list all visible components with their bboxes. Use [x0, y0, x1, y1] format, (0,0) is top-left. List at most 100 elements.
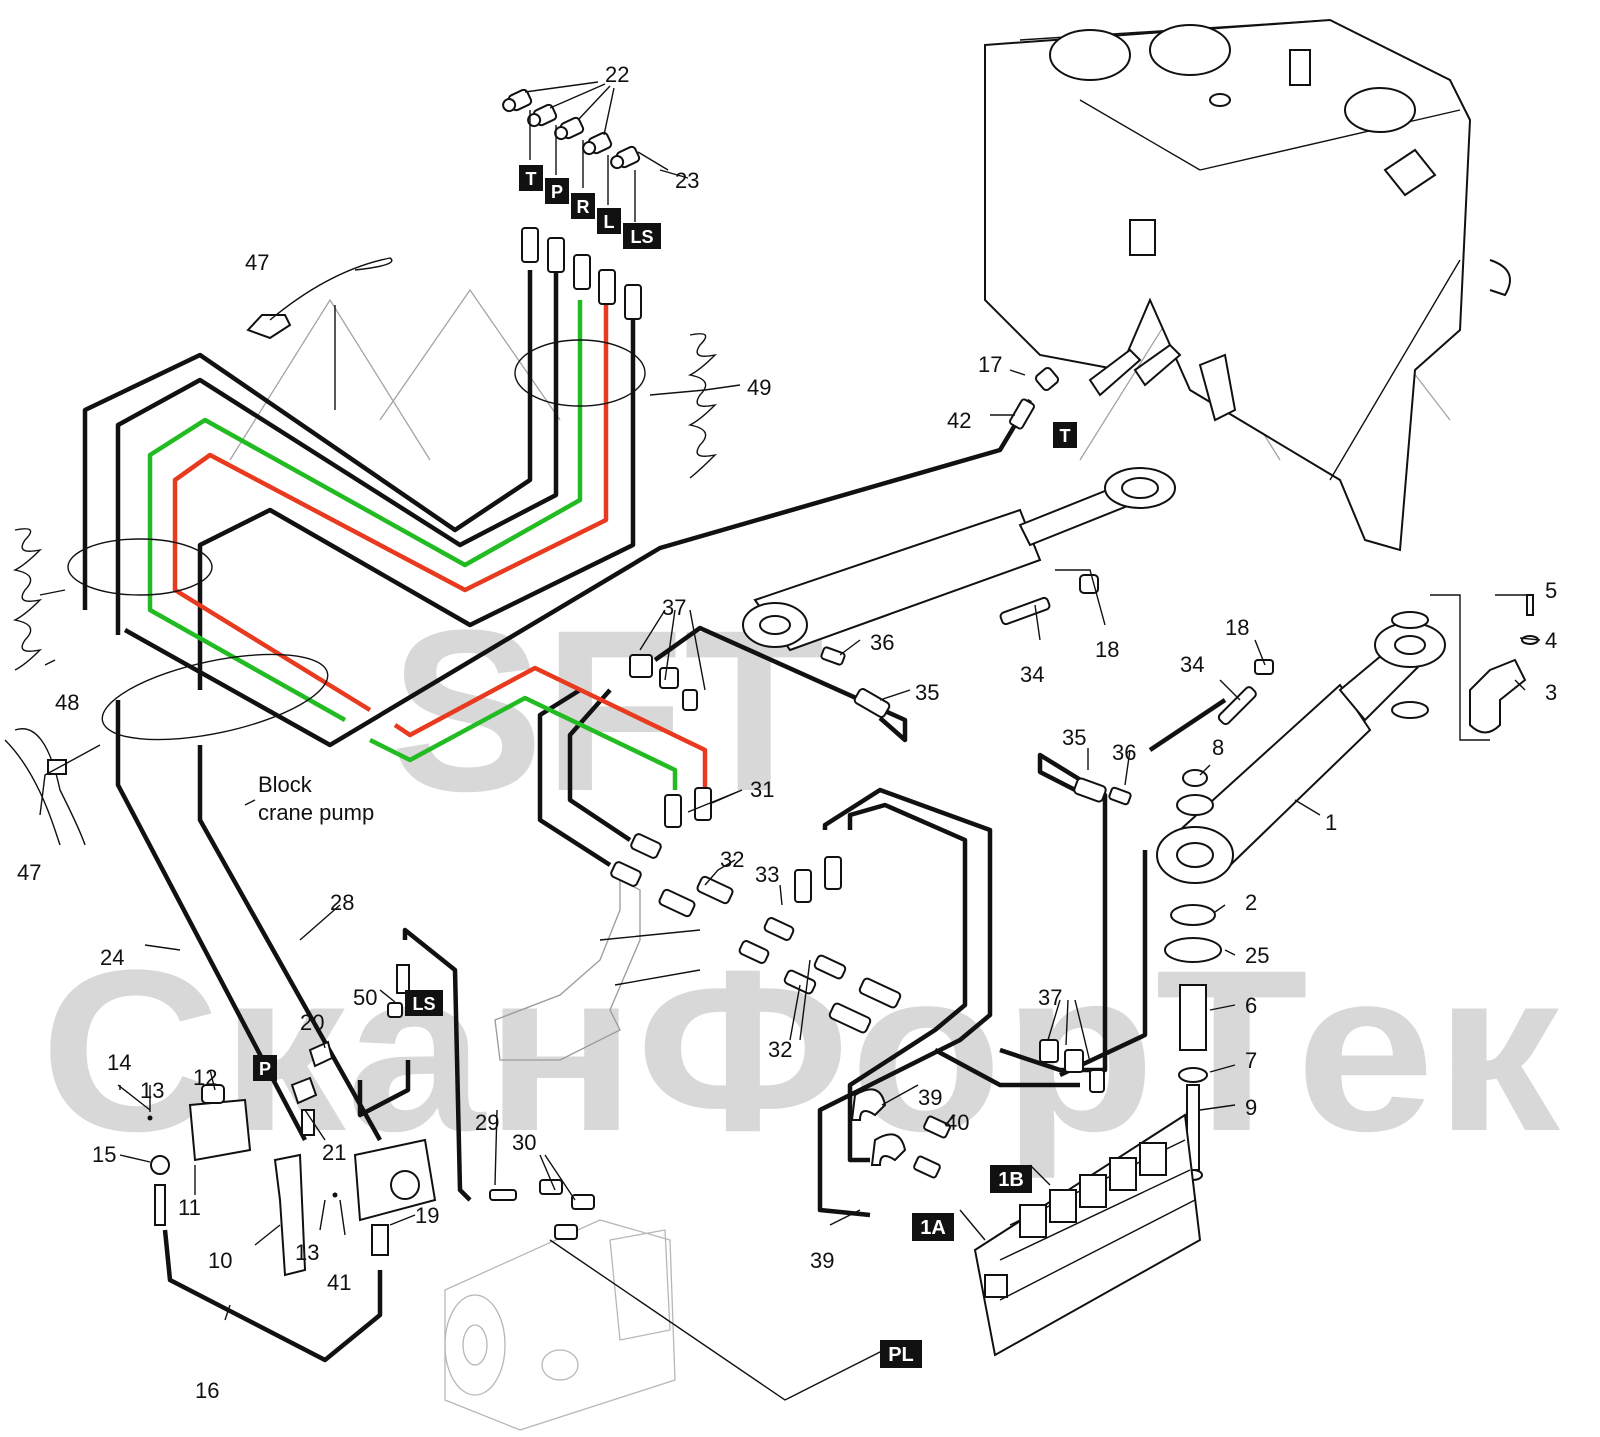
- part-number-47a: 47: [245, 250, 269, 275]
- part-number-9: 9: [1245, 1095, 1257, 1120]
- control-valve: [973, 1113, 1202, 1357]
- part-number-22: 22: [605, 62, 629, 87]
- part-number-19: 19: [415, 1203, 439, 1228]
- part-number-35b: 35: [1062, 725, 1086, 750]
- svg-text:PL: PL: [888, 1344, 914, 1366]
- part-number-23: 23: [675, 168, 699, 193]
- part-number-16: 16: [195, 1378, 219, 1403]
- svg-text:Block: Block: [258, 772, 313, 797]
- part-number-34a: 34: [1020, 662, 1044, 687]
- part-number-1: 1: [1325, 810, 1337, 835]
- block-crane-pump-note: Block crane pump: [258, 772, 374, 825]
- hose-LS: [197, 300, 636, 690]
- part-number-14: 14: [107, 1050, 131, 1075]
- part-number-34b: 34: [1180, 652, 1204, 677]
- tag-T-frame: T: [1053, 422, 1077, 448]
- hose-R-green: [147, 300, 583, 722]
- part-number-13a: 13: [140, 1078, 164, 1103]
- hose-35a: [653, 625, 908, 743]
- hose-39-inner: [847, 802, 968, 1163]
- svg-text:T: T: [1060, 426, 1071, 446]
- part-number-7: 7: [1245, 1048, 1257, 1073]
- part-number-3: 3: [1545, 680, 1557, 705]
- part-number-12: 12: [193, 1065, 217, 1090]
- watermark: SFT СканФорТек: [40, 288, 1561, 1179]
- hose-20-21: [357, 1060, 411, 1118]
- svg-text:crane pump: crane pump: [258, 800, 374, 825]
- svg-text:L: L: [604, 212, 615, 232]
- hose-31b: [567, 688, 632, 842]
- part-number-30: 30: [512, 1130, 536, 1155]
- part-number-8: 8: [1212, 735, 1224, 760]
- tag-1B: 1B: [990, 1165, 1032, 1193]
- hose-28: [197, 745, 382, 1142]
- leader-lines: [39, 169, 1541, 1401]
- left-blocks: [117, 964, 437, 1277]
- tag-PL: PL: [880, 1340, 922, 1368]
- tag-L-top: L: [597, 208, 621, 234]
- part-number-39b: 39: [810, 1248, 834, 1273]
- part-number-6: 6: [1245, 993, 1257, 1018]
- tag-R-top: R: [571, 193, 595, 219]
- misc-fittings: [489, 366, 1274, 1240]
- hose-42: [123, 398, 1032, 748]
- part-number-48: 48: [55, 690, 79, 715]
- svg-text:R: R: [577, 197, 590, 217]
- svg-text:LS: LS: [412, 994, 435, 1014]
- hose-29: [402, 927, 472, 1202]
- hose-39-outer: [817, 787, 993, 1218]
- pump: [444, 1219, 676, 1431]
- part-number-42: 42: [947, 408, 971, 433]
- watermark-text: СканФорТек: [40, 922, 1561, 1179]
- part-numbers: 1 2 3 4 5 6 7 8 9 10 11 12 13 13 14 15 1…: [17, 62, 1557, 1403]
- part-number-33: 33: [755, 862, 779, 887]
- top-fittings-22-23: [502, 81, 669, 320]
- part-number-25: 25: [1245, 943, 1269, 968]
- part-number-28: 28: [330, 890, 354, 915]
- hose-37b: [933, 1048, 1080, 1088]
- hose-R-green-lower: [368, 695, 678, 790]
- part-number-15: 15: [92, 1142, 116, 1167]
- part-number-36a: 36: [870, 630, 894, 655]
- part-number-32a: 32: [720, 847, 744, 872]
- part-number-2: 2: [1245, 890, 1257, 915]
- part-number-10: 10: [208, 1248, 232, 1273]
- chassis-frame: [984, 18, 1511, 552]
- cylinder-upper: [742, 467, 1176, 652]
- part-number-40: 40: [945, 1110, 969, 1135]
- hose-L-red: [172, 300, 609, 712]
- part-number-41: 41: [327, 1270, 351, 1295]
- svg-text:P: P: [551, 182, 563, 202]
- port-tags: T P R L LS T LS P 1B 1A PL: [253, 165, 1077, 1368]
- tag-P-mid: P: [253, 1055, 277, 1081]
- tag-1A: 1A: [912, 1213, 954, 1241]
- part-number-18b: 18: [1225, 615, 1249, 640]
- part-number-35a: 35: [915, 680, 939, 705]
- clip-strips: [4, 257, 718, 846]
- svg-text:P: P: [259, 1059, 271, 1079]
- hose-16: [162, 1229, 383, 1363]
- part-number-36b: 36: [1112, 740, 1136, 765]
- part-number-50: 50: [353, 985, 377, 1010]
- part-number-20: 20: [300, 1010, 324, 1035]
- part-number-18a: 18: [1095, 637, 1119, 662]
- bundle-markers: [67, 339, 646, 741]
- part-number-47b: 47: [17, 860, 41, 885]
- svg-text:1A: 1A: [920, 1217, 946, 1239]
- hose-P: [115, 270, 559, 635]
- tag-T-top: T: [519, 165, 543, 191]
- part-number-31: 31: [750, 777, 774, 802]
- svg-text:T: T: [526, 169, 537, 189]
- part-number-37a: 37: [662, 595, 686, 620]
- part-number-4: 4: [1545, 628, 1557, 653]
- part-number-39a: 39: [918, 1085, 942, 1110]
- part-number-49: 49: [747, 375, 771, 400]
- svg-text:LS: LS: [630, 227, 653, 247]
- part-number-24: 24: [100, 945, 124, 970]
- cylinder-lower-1: [1156, 622, 1446, 884]
- hose-34b: [1059, 698, 1227, 1078]
- tag-LS-mid: LS: [405, 990, 443, 1016]
- tag-P-top: P: [545, 178, 569, 204]
- hoses-colored: [147, 300, 708, 790]
